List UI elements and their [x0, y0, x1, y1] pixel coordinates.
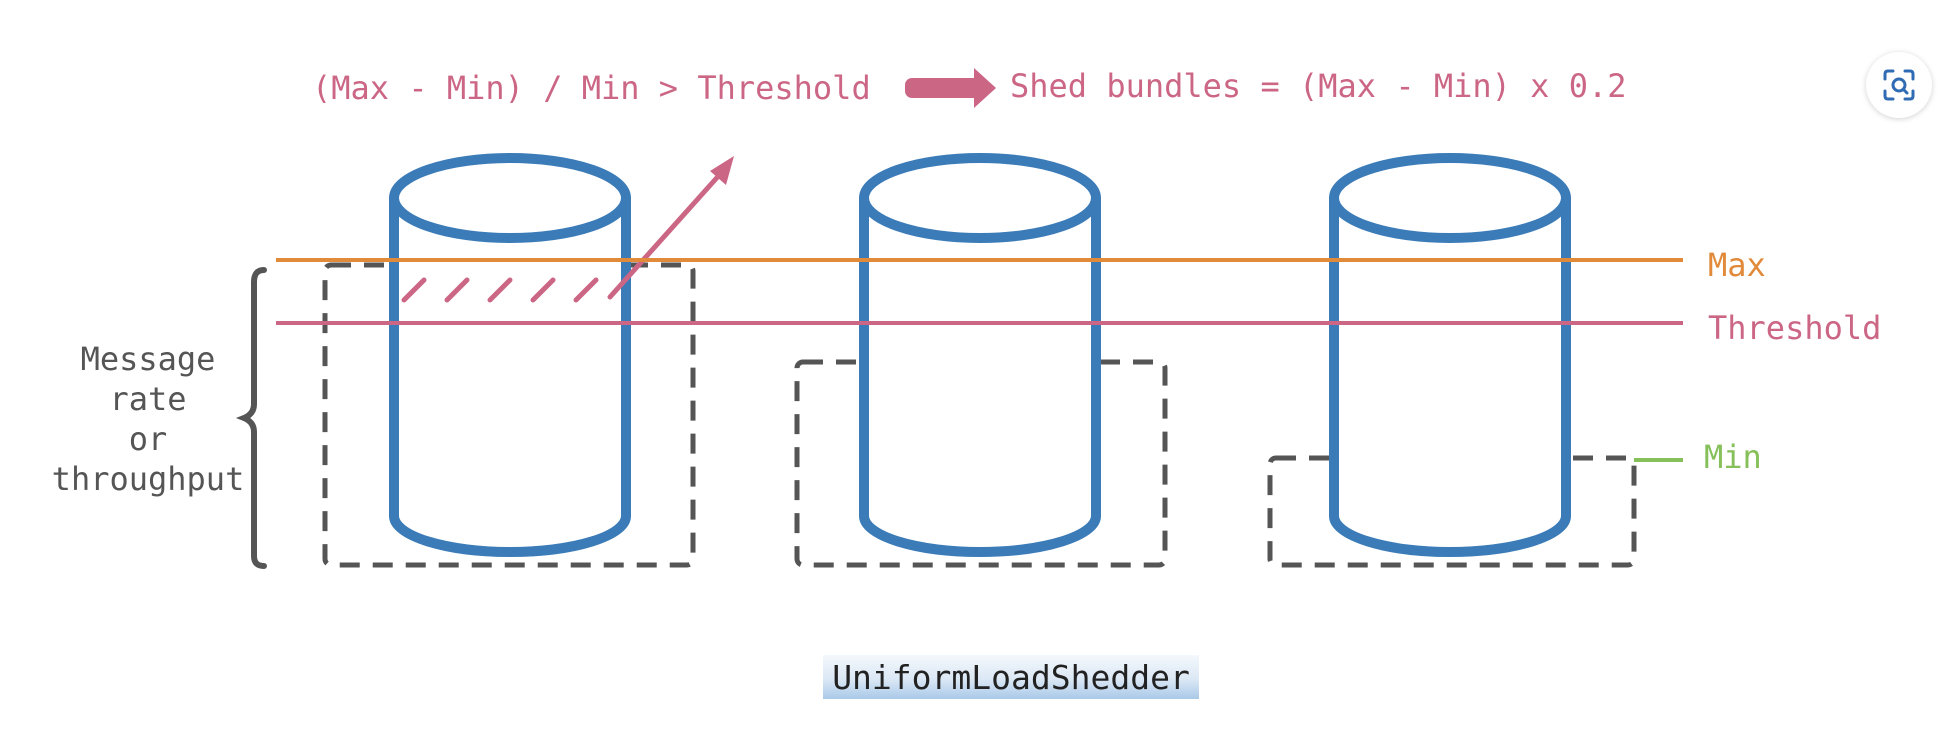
- shed-arrow: [607, 156, 734, 300]
- scan-icon: [1883, 69, 1915, 101]
- overload-hatch: [401, 277, 599, 303]
- formula-condition: (Max - Min) / Min > Threshold: [312, 69, 871, 107]
- scan-button[interactable]: [1866, 52, 1932, 118]
- caption: UniformLoadShedder: [823, 655, 1199, 699]
- implies-arrow: [905, 68, 996, 108]
- y-axis-brace: [235, 267, 267, 569]
- threshold-label: Threshold: [1708, 309, 1881, 347]
- y-axis-label-line-4: throughput: [52, 460, 245, 498]
- max-label: Max: [1708, 246, 1766, 284]
- min-label: Min: [1704, 438, 1762, 476]
- y-axis-label-line-1: Message: [81, 340, 216, 378]
- y-axis-label-line-3: or: [129, 420, 168, 458]
- broker-1-cylinder: [389, 153, 631, 557]
- y-axis-label-line-2: rate: [109, 380, 186, 418]
- broker-2-cylinder: [859, 153, 1101, 557]
- broker-3-cylinder: [1329, 153, 1571, 557]
- formula-result: Shed bundles = (Max - Min) x 0.2: [1010, 67, 1627, 105]
- y-axis-label: Message rate or throughput: [52, 340, 245, 498]
